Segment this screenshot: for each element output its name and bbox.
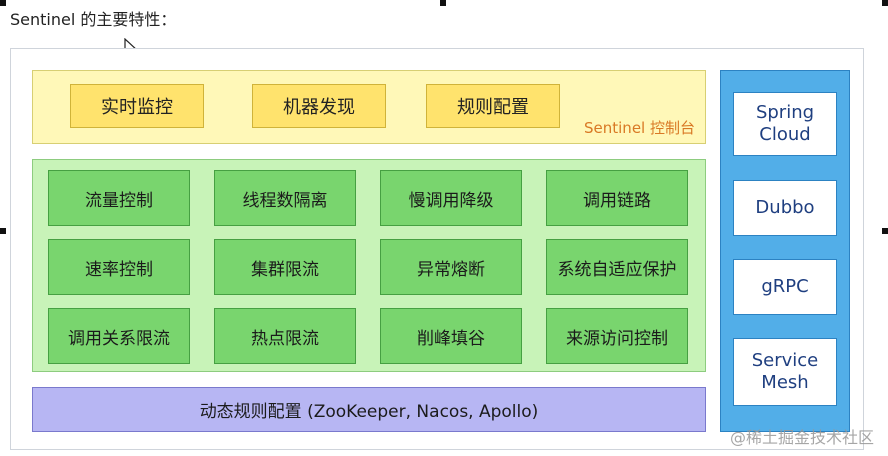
integration-spring-cloud: Spring Cloud <box>733 92 837 156</box>
selection-handle[interactable] <box>0 228 6 234</box>
feature-relationship-limiting: 调用关系限流 <box>48 308 190 364</box>
console-item-machine-discovery: 机器发现 <box>252 84 386 128</box>
feature-call-chain: 调用链路 <box>546 170 688 226</box>
feature-cluster-limiting: 集群限流 <box>214 239 356 295</box>
feature-system-adaptive-protection: 系统自适应保护 <box>546 239 688 295</box>
watermark: @稀土掘金技术社区 <box>729 428 874 447</box>
feature-origin-access-control: 来源访问控制 <box>546 308 688 364</box>
selection-handle[interactable] <box>440 0 446 6</box>
selection-handle[interactable] <box>882 0 888 6</box>
integration-grpc: gRPC <box>733 259 837 315</box>
console-item-rule-configuration: 规则配置 <box>426 84 560 128</box>
feature-peak-shaving: 削峰填谷 <box>380 308 522 364</box>
console-label: Sentinel 控制台 <box>584 119 695 137</box>
feature-slow-call-degradation: 慢调用降级 <box>380 170 522 226</box>
selection-handle[interactable] <box>0 0 6 6</box>
feature-hotspot-limiting: 热点限流 <box>214 308 356 364</box>
selection-handle[interactable] <box>882 228 888 234</box>
feature-thread-isolation: 线程数隔离 <box>214 170 356 226</box>
page-title: Sentinel 的主要特性： <box>10 10 177 29</box>
dynamic-rule-config-section: 动态规则配置 (ZooKeeper, Nacos, Apollo) <box>32 387 706 432</box>
feature-exception-circuit-breaker: 异常熔断 <box>380 239 522 295</box>
console-item-realtime-monitoring: 实时监控 <box>70 84 204 128</box>
feature-flow-control: 流量控制 <box>48 170 190 226</box>
integration-dubbo: Dubbo <box>733 180 837 236</box>
feature-rate-control: 速率控制 <box>48 239 190 295</box>
integration-service-mesh: Service Mesh <box>733 338 837 406</box>
